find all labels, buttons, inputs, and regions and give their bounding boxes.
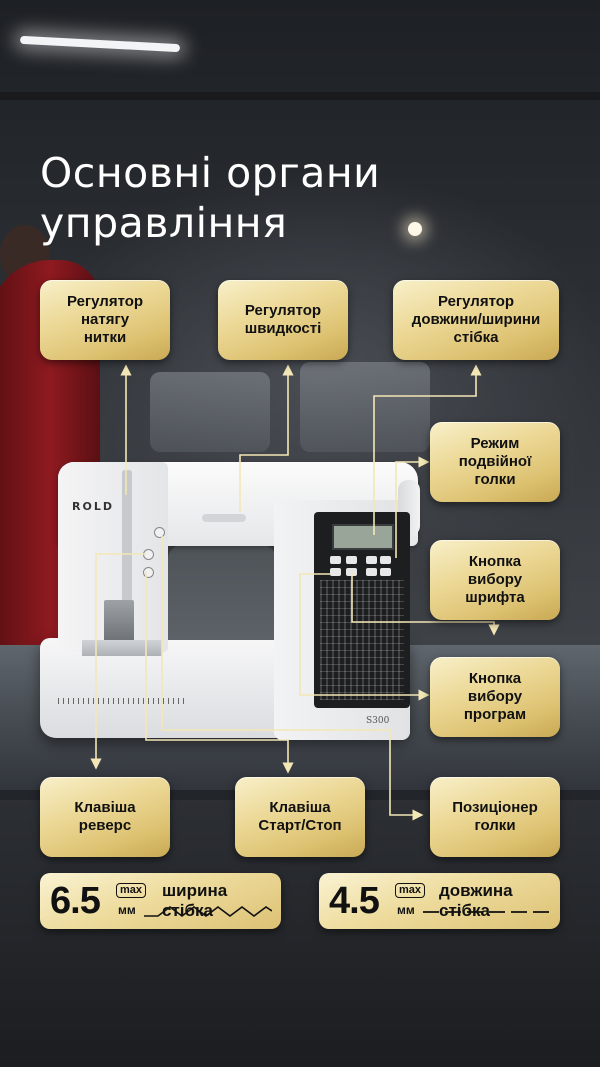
lcd-display (332, 524, 394, 550)
brand-logo: ROLD (72, 500, 114, 513)
label-program-select-text: Кнопка вибору програм (463, 670, 527, 723)
zigzag-stitch-icon (144, 906, 272, 917)
needle-plate (82, 640, 162, 656)
label-reverse: Клавіша реверс (40, 777, 170, 857)
machine-arm-gap (168, 545, 276, 640)
machine-knob (143, 567, 154, 578)
presser-foot (104, 600, 134, 642)
panel-button (366, 556, 377, 564)
line-speed (239, 364, 294, 512)
panel-button (380, 556, 391, 564)
spec-stitch-length: 4.5 max мм довжина стібка (319, 873, 560, 929)
spec-stitch-width: 6.5 max мм ширина стібка (40, 873, 281, 929)
label-program-select: Кнопка вибору програм (430, 657, 560, 737)
label-stitch-length-width-text: Регулятор довжини/ширини стібка (411, 293, 541, 346)
label-twin-needle-text: Режим подвійної голки (458, 435, 532, 488)
panel-button (330, 568, 341, 576)
label-speed-text: Регулятор швидкості (244, 302, 322, 337)
line-font-select (351, 572, 500, 636)
spec-stitch-width-max: max (116, 883, 147, 898)
label-needle-position-text: Позиціонер голки (452, 799, 538, 834)
spec-stitch-length-max: max (395, 883, 426, 898)
line-program-select (299, 573, 430, 701)
spec-stitch-length-value: 4.5 (329, 880, 380, 922)
label-start-stop: Клавіша Старт/Стоп (235, 777, 365, 857)
title-line-2: управління (40, 199, 288, 247)
label-needle-position: Позиціонер голки (430, 777, 560, 857)
spec-stitch-length-unit: мм (397, 903, 415, 917)
spec-stitch-width-unit: мм (118, 903, 136, 917)
label-stitch-length-width: Регулятор довжини/ширини стібка (393, 280, 559, 360)
shelf (0, 92, 600, 100)
label-thread-tension-text: Регулятор натягу нитки (66, 293, 144, 346)
label-font-select: Кнопка вибору шрифта (430, 540, 560, 620)
line-stitch-length (373, 364, 482, 535)
label-reverse-text: Клавіша реверс (74, 799, 136, 834)
label-font-select-text: Кнопка вибору шрифта (465, 553, 525, 606)
line-start-stop (145, 572, 294, 774)
page-title: Основні органи управління (40, 148, 560, 248)
line-needle-position (161, 536, 424, 821)
title-line-1: Основні органи (40, 149, 381, 197)
label-speed: Регулятор швидкості (218, 280, 348, 360)
spec-stitch-length-caption: довжина стібка (439, 881, 513, 920)
stitch-chart (320, 580, 404, 700)
background-machine (300, 362, 430, 452)
line-reverse (90, 553, 146, 770)
straight-stitch-icon (423, 911, 551, 913)
thread-slot (122, 470, 132, 605)
speed-slider (202, 514, 246, 522)
label-start-stop-text: Клавіша Старт/Стоп (258, 799, 342, 834)
panel-button (366, 568, 377, 576)
label-twin-needle: Режим подвійної голки (430, 422, 560, 502)
label-thread-tension: Регулятор натягу нитки (40, 280, 170, 360)
spec-stitch-width-value: 6.5 (50, 880, 101, 922)
panel-button (346, 556, 357, 564)
panel-button (330, 556, 341, 564)
machine-knob (154, 527, 165, 538)
background-machine (150, 372, 270, 452)
panel-button (380, 568, 391, 576)
light-spot (408, 222, 422, 236)
base-ruler (58, 698, 188, 704)
spec-stitch-width-caption: ширина стібка (162, 881, 228, 920)
model-label: S300 (366, 716, 390, 726)
line-twin-needle (395, 456, 430, 558)
